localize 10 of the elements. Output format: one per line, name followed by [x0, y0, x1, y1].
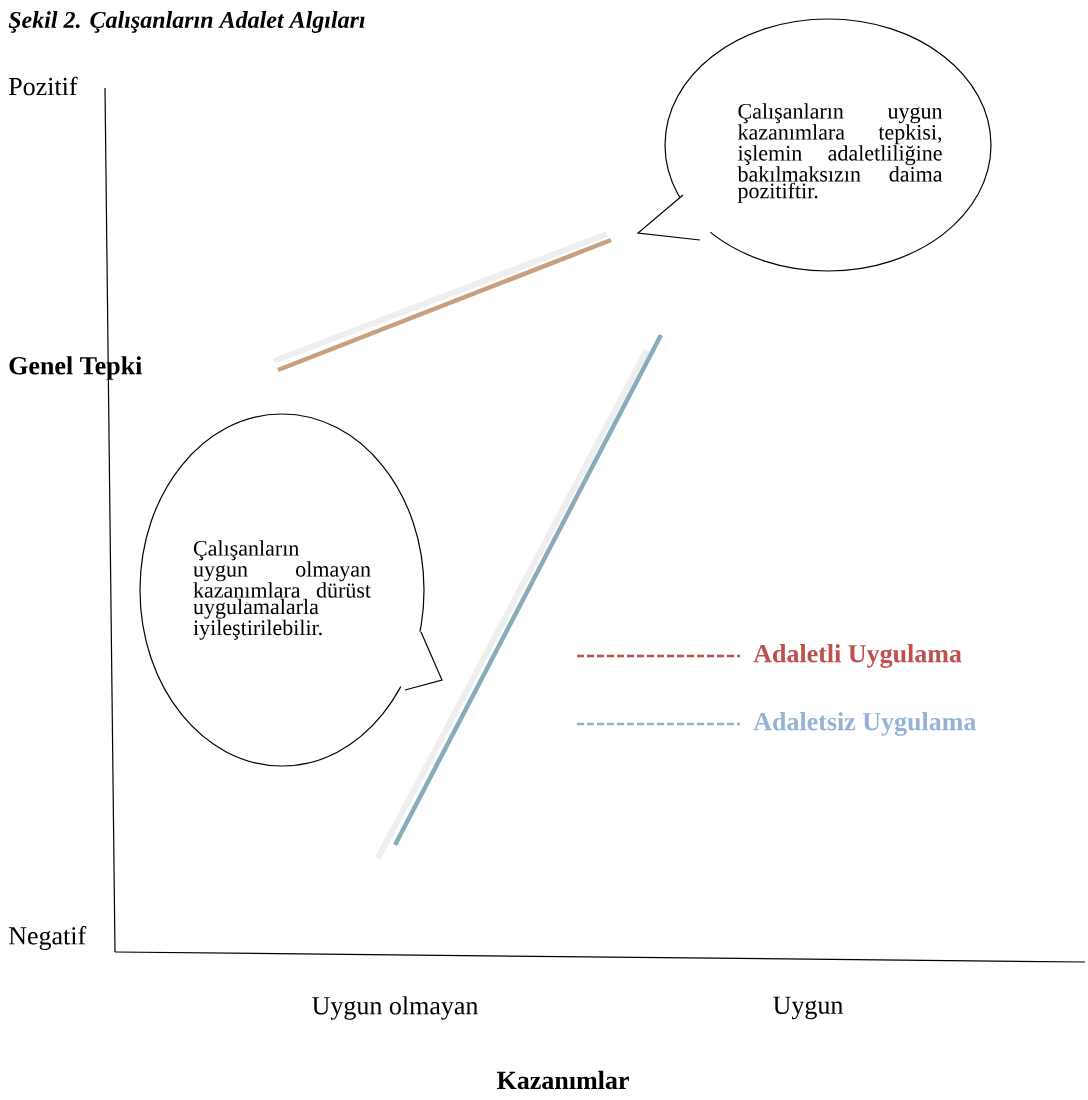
axis-label: Uygun olmayan [312, 996, 479, 1020]
axis-title: Kazanımlar [497, 1070, 629, 1090]
figure-title: Şekil 2. Çalışanların Adalet Algıları [8, 11, 365, 33]
axis-label: Pozitif [8, 76, 78, 96]
legend-label: Adaletsiz Uygulama [753, 712, 976, 736]
speech-bubble: Çalışanların uygun olmayan kazanımlara dürüst uygulamalarla iyileştirilebilir. [139, 413, 443, 767]
axis-label: Negatif [8, 926, 87, 950]
legend-label: Adaletli Uygulama [753, 644, 962, 668]
speech-bubble: Çalışanların uygun kazanımlara tepkisi, işlemin adaletliliğine bakılmaksızın daima pozitiftir. [636, 18, 992, 272]
axis-label: Uygun [773, 996, 843, 1020]
